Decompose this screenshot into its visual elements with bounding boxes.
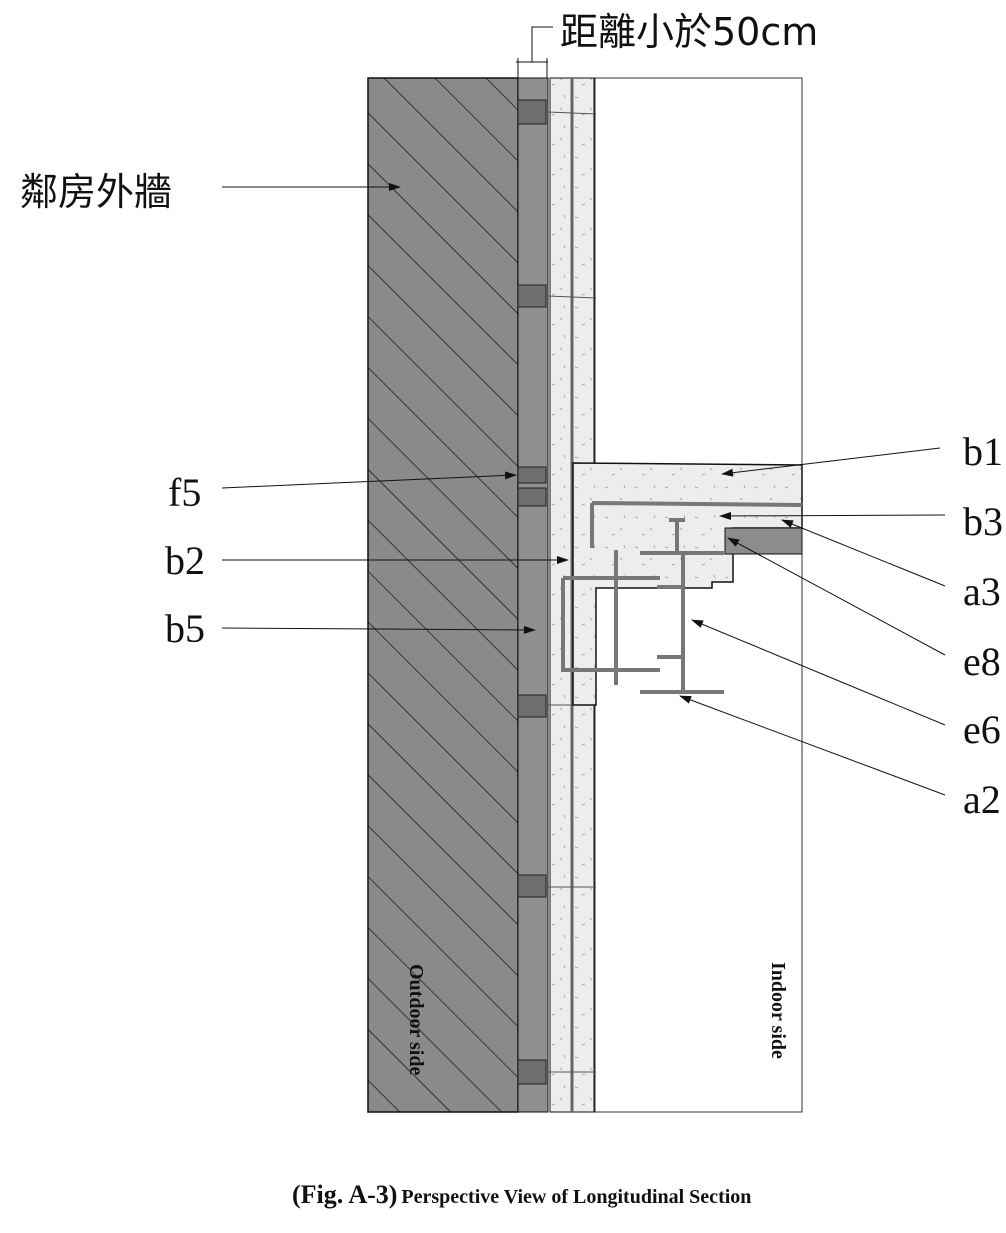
leader-b5 — [221, 625, 536, 634]
label-f5: f5 — [168, 470, 201, 515]
cavity-b5 — [517, 77, 549, 1113]
neighbor-wall — [367, 77, 519, 1113]
label-b2: b2 — [165, 538, 205, 583]
label-e6: e6 — [963, 707, 1001, 752]
anchors — [517, 99, 597, 1085]
leader-f5 — [221, 471, 517, 489]
leader-b1 — [721, 447, 941, 477]
figure-title: Perspective View of Longitudinal Section — [401, 1186, 752, 1208]
label-b1: b1 — [963, 429, 1003, 474]
indoor-space — [594, 77, 803, 1113]
label-b5: b5 — [165, 606, 205, 651]
label-a2: a2 — [963, 777, 1001, 822]
dimension-line — [516, 26, 553, 78]
indoor-side-label: Indoor side — [767, 962, 789, 1059]
dimension-note: 距離小於50cm — [560, 10, 818, 54]
label-b3: b3 — [963, 499, 1003, 544]
leader-e8 — [727, 537, 946, 656]
neighbor-wall-label: 鄰房外牆 — [20, 170, 172, 214]
label-e8: e8 — [963, 639, 1001, 684]
figure-caption: (Fig. A-3) Perspective View of Longitudi… — [292, 1180, 751, 1210]
figure-number: (Fig. A-3) — [292, 1180, 398, 1209]
slab-beam-connection — [561, 462, 803, 706]
leader-a3 — [781, 519, 946, 587]
leader-b3 — [719, 511, 946, 520]
label-a3: a3 — [963, 569, 1001, 614]
outdoor-side-label: Outdoor side — [405, 964, 427, 1075]
leader-e6 — [691, 619, 946, 726]
leader-a2 — [679, 695, 946, 796]
